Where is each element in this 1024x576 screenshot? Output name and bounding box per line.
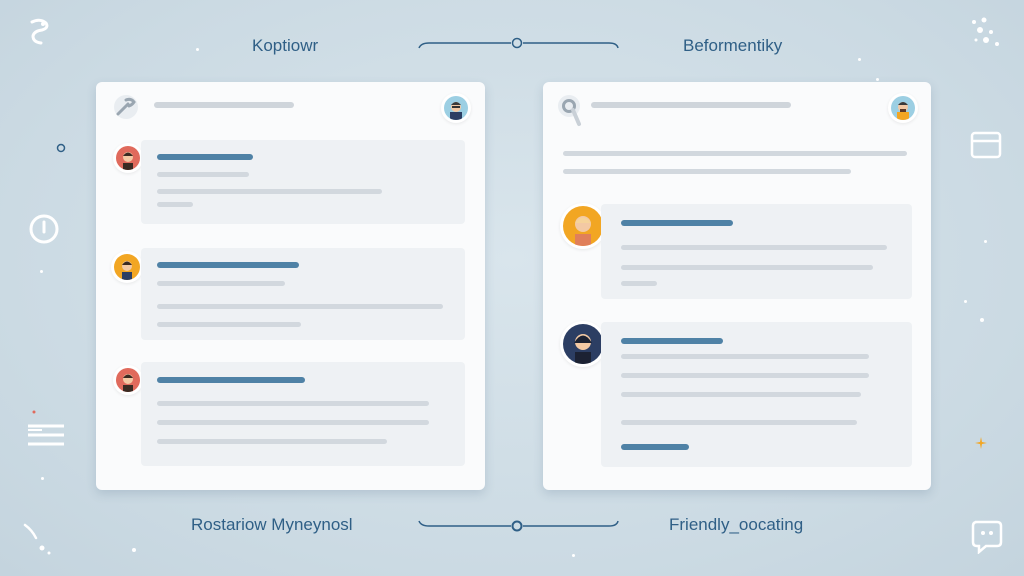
message-card[interactable] <box>141 140 465 224</box>
heading-bottom-left: Rostariow Myneynosl <box>191 515 353 534</box>
decor-dot <box>980 318 984 322</box>
card-text-line <box>621 373 869 378</box>
heading-top-right: Beformentiky <box>683 36 783 55</box>
person-icon <box>122 261 132 280</box>
decor-dot <box>964 300 967 303</box>
card-text-line <box>621 354 869 359</box>
user-avatar[interactable] <box>444 96 468 120</box>
card-text-line <box>621 245 887 250</box>
card-text-line <box>157 439 387 444</box>
decor-dot <box>572 554 575 557</box>
browser-window-icon <box>970 131 1002 159</box>
card-title-bar <box>157 262 299 268</box>
star-sparkle-icon <box>975 437 987 449</box>
avatar-red[interactable] <box>116 368 140 392</box>
decor-dot <box>196 48 199 51</box>
panel-text-line <box>563 151 907 156</box>
small-circle-icon <box>56 143 66 153</box>
card-title-bar <box>157 154 253 160</box>
heading-bottom-right: Friendly_oocating <box>669 515 804 534</box>
decor-dot <box>41 477 44 480</box>
avatar-orange[interactable] <box>114 254 140 280</box>
person-icon <box>575 216 591 246</box>
card-text-line <box>157 281 285 286</box>
card-title-bar <box>621 338 723 344</box>
decor-dot <box>40 270 43 273</box>
decor-dot <box>876 78 879 81</box>
avatar-red[interactable] <box>116 146 140 170</box>
card-title-bar <box>621 220 733 226</box>
dots-cluster-icon <box>972 17 999 46</box>
user-avatar[interactable] <box>891 96 915 120</box>
bottom-connector <box>418 520 619 532</box>
card-text-line <box>621 265 873 270</box>
top-connector <box>418 37 619 49</box>
card-text-line <box>157 202 193 207</box>
toolbar-placeholder <box>154 102 294 108</box>
chat-robot-icon <box>971 520 1003 554</box>
card-text-line <box>621 420 857 425</box>
card-text-line <box>157 172 249 177</box>
menu-lines-icon <box>28 410 64 446</box>
card-text-line <box>621 281 657 286</box>
toolbar-placeholder <box>591 102 791 108</box>
decor-dot <box>984 240 987 243</box>
avatar-navy[interactable] <box>563 324 603 364</box>
card-text-line <box>157 189 382 194</box>
person-icon <box>450 102 462 120</box>
person-icon <box>123 152 133 170</box>
card-title-bar <box>157 377 305 383</box>
search-icon[interactable] <box>555 94 585 130</box>
wrench-icon[interactable] <box>110 94 142 120</box>
person-icon <box>897 102 909 120</box>
panel-text-line <box>563 169 851 174</box>
card-text-line <box>621 392 861 397</box>
decor-dot <box>132 548 136 552</box>
card-text-line <box>157 322 301 327</box>
swirl-logo-icon <box>30 18 49 45</box>
left-panel <box>96 82 485 490</box>
heading-top-left: Koptiowr <box>252 36 319 55</box>
card-text-line <box>157 420 429 425</box>
card-text-line <box>157 304 443 309</box>
person-icon <box>574 334 592 364</box>
sparkle-trail-icon <box>23 523 51 555</box>
card-text-line <box>157 401 429 406</box>
power-icon <box>29 214 59 244</box>
avatar-orange[interactable] <box>563 206 603 246</box>
person-icon <box>123 374 133 392</box>
right-panel <box>543 82 931 490</box>
card-footer-bar <box>621 444 689 450</box>
decor-dot <box>858 58 861 61</box>
